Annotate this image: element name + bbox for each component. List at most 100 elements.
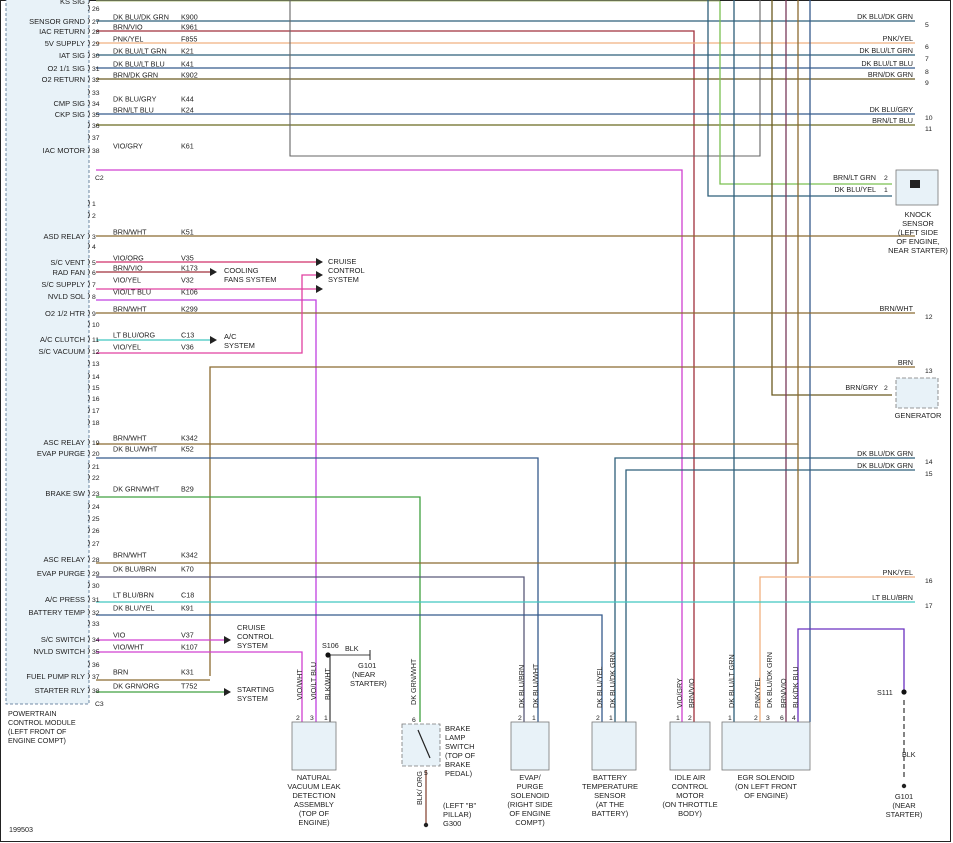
pin-bracket xyxy=(87,242,90,250)
pcm-pin-label: RAD FAN xyxy=(52,268,85,277)
iac-wire-label: BRN/VIO xyxy=(687,678,696,708)
pin-bracket xyxy=(87,211,90,219)
knock-wire-2: DK BLU/YEL xyxy=(834,185,876,194)
splice-s106 xyxy=(325,652,331,658)
evap-wire-label: DK BLU/WHT xyxy=(531,663,540,708)
wire-color-label: VIO/YEL xyxy=(113,276,141,285)
egr-wire-label: DK BLU/DK GRN xyxy=(765,652,774,708)
pcm-pin-number: 23 xyxy=(92,491,100,498)
pcm-pin-label: NVLD SOL xyxy=(48,292,85,301)
ref-number: 17 xyxy=(925,603,933,610)
wire-color-label: LT BLU/BRN xyxy=(113,591,154,600)
pin-bracket xyxy=(87,438,90,446)
brake-pin-bot: 5 xyxy=(424,770,428,777)
brake-ground: PILLAR) xyxy=(443,810,472,819)
brake-label: (TOP OF xyxy=(445,751,476,760)
ref-wire-label: BRN/LT BLU xyxy=(872,116,913,125)
pin-bracket xyxy=(87,406,90,414)
knock-sensor-label: KNOCK xyxy=(905,210,932,219)
wire-color-label: BRN/WHT xyxy=(113,434,147,443)
ref-wire-label: LT BLU/BRN xyxy=(872,593,913,602)
batt-pin: 1 xyxy=(609,715,613,722)
pcm-pin-number: 33 xyxy=(92,621,100,628)
pin-bracket xyxy=(87,280,90,288)
pcm-pin-label: SENSOR GRND xyxy=(29,17,85,26)
pcm-pin-number: 27 xyxy=(92,19,100,26)
pcm-pin-label: S/C SWITCH xyxy=(41,635,85,644)
brake-switch-box xyxy=(401,723,441,767)
wire-ref-16 xyxy=(759,576,915,722)
pcm-pin-number: 29 xyxy=(92,41,100,48)
s111-ground-1: G101 xyxy=(895,792,913,801)
pin-bracket xyxy=(87,268,90,276)
ref-number: 16 xyxy=(925,578,933,585)
circuit-id: T752 xyxy=(181,682,197,691)
circuit-id: K342 xyxy=(181,551,198,560)
wire-color-label: DK GRN/ORG xyxy=(113,682,160,691)
pcm-title-line-3: (LEFT FRONT OF xyxy=(8,727,67,736)
pin-bracket xyxy=(87,394,90,402)
knock-sensor-label: SENSOR xyxy=(902,219,934,228)
batt-pin: 2 xyxy=(596,715,600,722)
pcm-pin-number: 34 xyxy=(92,637,100,644)
pcm-pin-number: 32 xyxy=(92,77,100,84)
wire-color-label: DK BLU/WHT xyxy=(113,445,158,454)
ref-number: 5 xyxy=(925,22,929,29)
circuit-id: K31 xyxy=(181,668,194,677)
ref-wire-label: DK BLU/DK GRN xyxy=(857,12,913,21)
ref-wire-label: BRN/DK GRN xyxy=(868,70,913,79)
brake-ground: G300 xyxy=(443,819,461,828)
iac-component-box xyxy=(669,721,711,771)
wire-color-label: DK BLU/GRY xyxy=(113,95,157,104)
wire-color-label: BRN/DK GRN xyxy=(113,71,158,80)
batt-wire-label: DK BLU/YEL xyxy=(595,666,604,708)
arrow-text-cruise-2: SYSTEM xyxy=(237,641,268,650)
pin-bracket xyxy=(87,232,90,240)
wire-color-label: DK BLU/DK GRN xyxy=(113,13,169,22)
iac-label: MOTOR xyxy=(676,791,704,800)
wire-color-label: PNK/YEL xyxy=(113,35,143,44)
pcm-pin-number: 30 xyxy=(92,583,100,590)
pin-bracket xyxy=(87,27,90,35)
pcm-pin-number: 22 xyxy=(92,475,100,482)
pcm-pin-label: 5V SUPPLY xyxy=(45,39,85,48)
egr-component-box xyxy=(721,721,811,771)
s106-ground-3: STARTER) xyxy=(350,679,387,688)
pcm-pin-label: A/C PRESS xyxy=(45,595,85,604)
pin-bracket xyxy=(87,514,90,522)
knock-pin-1: 1 xyxy=(884,187,888,194)
ground-symbol-icon xyxy=(423,822,429,828)
egr-label: (ON LEFT FRONT xyxy=(735,782,797,791)
pcm-pin-number: 26 xyxy=(92,6,100,13)
knock-sensor-label: OF ENGINE, xyxy=(896,237,939,246)
ref-number: 15 xyxy=(925,471,933,478)
pin-bracket xyxy=(87,121,90,129)
pin-bracket xyxy=(87,555,90,563)
pcm-pin-number: 34 xyxy=(92,101,100,108)
wire-brn-13 xyxy=(209,366,915,676)
circuit-id: F855 xyxy=(181,35,197,44)
iac-pin: 1 xyxy=(676,715,680,722)
circuit-id: B29 xyxy=(181,485,194,494)
arrow-cruise-1b xyxy=(316,271,323,279)
ref-wire-label: PNK/YEL xyxy=(883,34,913,43)
nvld-wire-label: VIO/WHT xyxy=(295,669,304,700)
pcm-pin-number: 9 xyxy=(92,311,96,318)
pcm-pin-number: 32 xyxy=(92,610,100,617)
splice-s111 xyxy=(901,689,907,695)
arrow-text-ac: SYSTEM xyxy=(224,341,255,350)
pcm-pin-number: 37 xyxy=(92,135,100,142)
pin-bracket xyxy=(87,672,90,680)
pcm-pin-label: BATTERY TEMP xyxy=(28,608,85,617)
pcm-pin-number: 38 xyxy=(92,148,100,155)
egr-wire-label: PNK/YEL xyxy=(753,678,762,708)
ground-symbol-icon xyxy=(901,783,907,789)
pcm-pin-label: EVAP PURGE xyxy=(37,449,85,458)
arrow-text-cooling: FANS SYSTEM xyxy=(224,275,277,284)
wire-ref-14 xyxy=(614,457,915,722)
brake-label: BRAKE xyxy=(445,724,470,733)
nvld-pin: 3 xyxy=(310,715,314,722)
wire-knock-2 xyxy=(707,0,892,197)
